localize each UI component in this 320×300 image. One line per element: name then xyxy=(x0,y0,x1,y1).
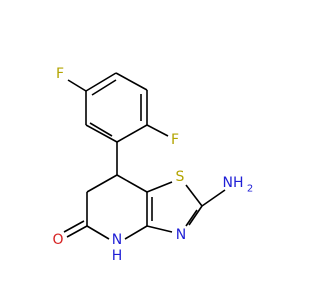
bond xyxy=(116,124,148,143)
bond xyxy=(86,174,118,193)
chemical-structure-drawing: F F S NH 2 N N H O xyxy=(52,66,253,264)
atom-labels: F F S NH 2 N N H O xyxy=(52,66,253,264)
bond xyxy=(185,209,198,227)
bond xyxy=(67,79,87,92)
difluorophenyl-ring xyxy=(67,72,169,143)
bond xyxy=(124,225,148,240)
bond xyxy=(201,189,226,207)
amine-nh-label: NH xyxy=(223,175,244,191)
pyridinone-ring xyxy=(63,174,153,240)
bond xyxy=(86,225,110,240)
bond xyxy=(91,79,117,96)
bond xyxy=(185,184,203,207)
bond xyxy=(89,122,113,137)
fluorine-atom-label: F xyxy=(171,132,179,148)
ring-nitrogen-label: N xyxy=(176,227,186,243)
bond xyxy=(66,225,88,238)
bond xyxy=(85,72,117,92)
bond xyxy=(63,220,85,233)
bond xyxy=(116,174,148,193)
fluorine-atom-label: F xyxy=(56,66,64,82)
bond xyxy=(146,181,173,193)
bond xyxy=(146,124,169,137)
amine-subscript-label: 2 xyxy=(247,184,253,195)
bond xyxy=(188,205,203,226)
sulfur-atom-label: S xyxy=(176,169,185,185)
thiazole-ring xyxy=(146,181,226,233)
bond xyxy=(146,225,173,233)
amide-hydrogen-label: H xyxy=(112,248,123,264)
bond xyxy=(85,124,118,143)
amide-nitrogen-label: N xyxy=(112,232,122,248)
oxygen-atom-label: O xyxy=(52,232,63,248)
structure-canvas: F F S NH 2 N N H O xyxy=(52,66,253,264)
bond xyxy=(115,72,148,91)
